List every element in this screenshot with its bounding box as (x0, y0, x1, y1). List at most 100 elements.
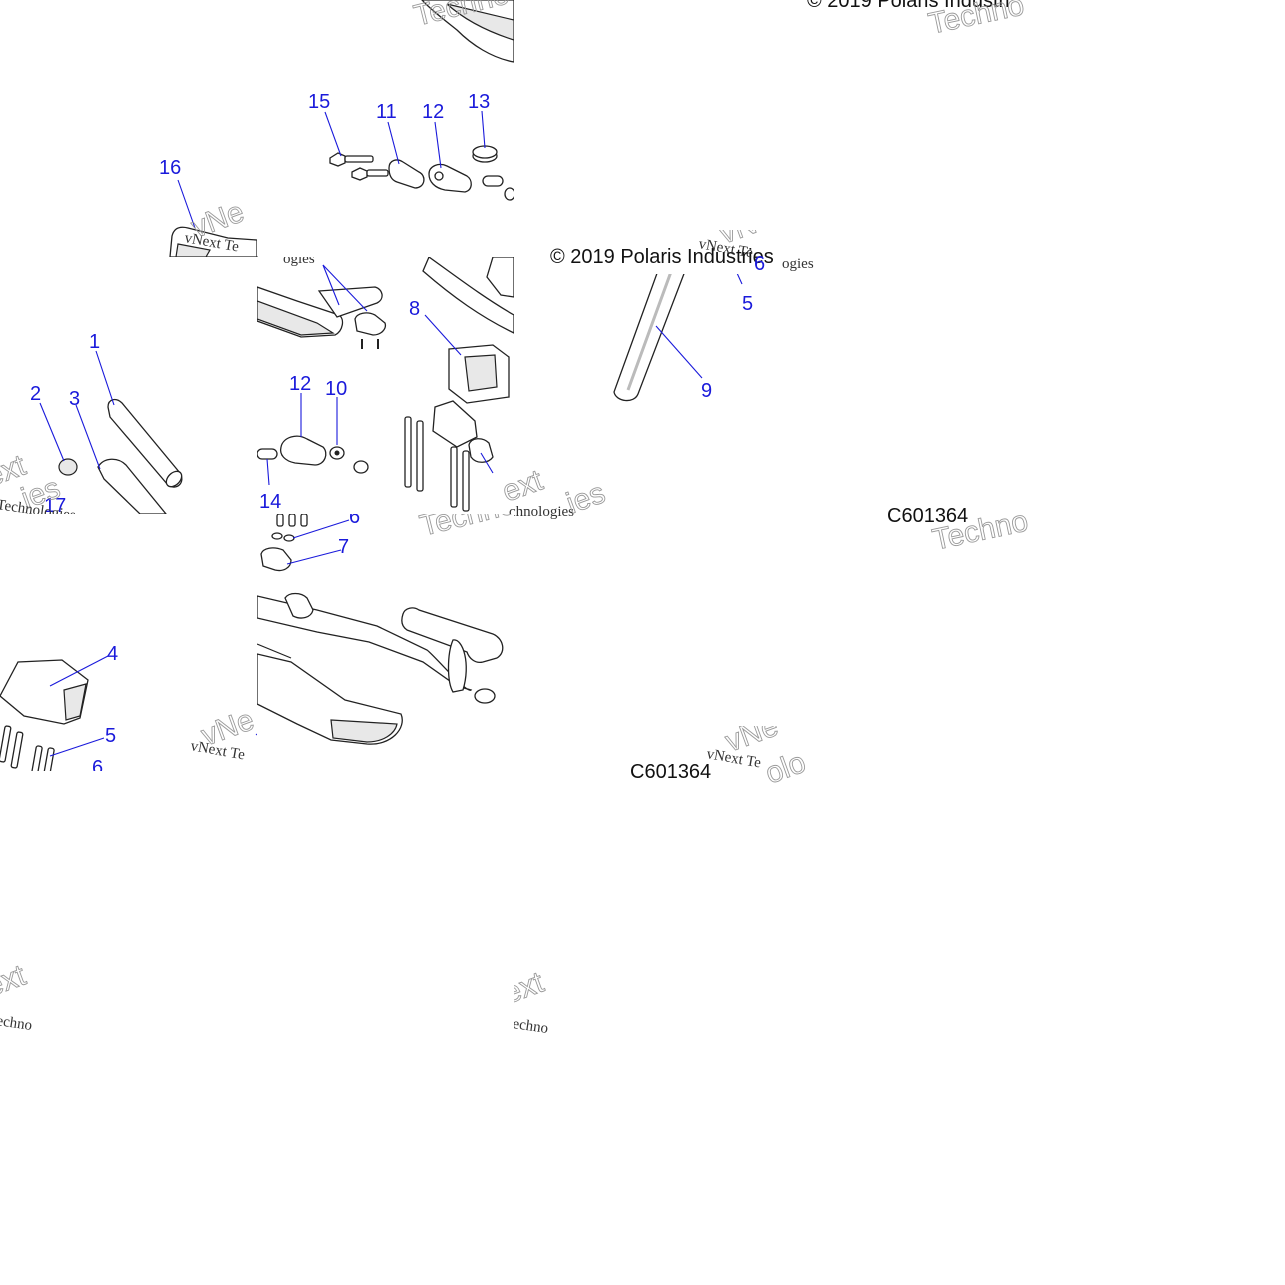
hand-guard-lower-shade (330, 719, 398, 743)
callout-9: 9 (701, 380, 712, 402)
tile-wm-left: ext echno (0, 965, 40, 1030)
bar-end-plug-2 (58, 458, 78, 476)
hand-guard-4-side (63, 683, 87, 721)
bracket-16-shade (175, 243, 211, 257)
screw-6-a (30, 745, 43, 771)
tile-top-right: © 2019 Polaris Industri Techno (771, 0, 1028, 257)
tile-lower-assembly-art: Techno 6 7 (257, 514, 514, 745)
callout-5-lower: 5 (105, 725, 116, 747)
copyright-middle: © 2019 Polaris Industries (550, 246, 774, 268)
tile-tube-body: 5 9 (514, 274, 771, 514)
lower-bar-end (474, 688, 496, 704)
leader-9 (655, 325, 703, 379)
tile-right-code: C601364 Techno (771, 500, 1028, 560)
diagram-code-right: C601364 (887, 505, 968, 527)
callout-12: 12 (422, 101, 444, 123)
clamp-12-hole (434, 171, 444, 181)
bolt-long-c (450, 446, 458, 508)
bolt-long-a (404, 416, 412, 488)
watermark-techno-d: Techno (417, 514, 514, 543)
lower-grip-bend (447, 639, 467, 693)
tile-tube-header-art: © 2019 Polaris Industries vNext Te vNe o… (550, 230, 814, 274)
watermark-ogies-b: ogies (283, 257, 315, 267)
leader-9-lower (480, 452, 494, 474)
watermark-echno-b: echno (514, 1016, 549, 1034)
diagram-code-bottom: C601364 (630, 761, 711, 783)
tile-top-hardware-art: Techno 15 11 12 (257, 0, 514, 257)
clamp-12 (428, 163, 472, 193)
callout-6-top: 6 (754, 253, 765, 274)
dowel-a (271, 532, 283, 540)
clamp-upper (354, 312, 387, 336)
callout-6-lower: 6 (349, 514, 360, 528)
callout-10: 10 (325, 378, 347, 400)
callout-7-center: 7 (338, 536, 349, 558)
tile-tube: © 2019 Polaris Industries vNext Te vNe o… (514, 230, 850, 274)
watermark-vne-a: vNe (187, 195, 248, 244)
bolt-shank-b (366, 169, 389, 177)
leader-7-lower (255, 733, 257, 736)
leader-1 (95, 350, 115, 406)
pin-small-c (300, 514, 308, 527)
dowel-b (283, 534, 295, 542)
callout-8: 8 (409, 298, 420, 320)
bolt-head-15 (329, 152, 346, 167)
leader-3 (75, 404, 101, 470)
callout-11: 11 (376, 101, 397, 123)
crossbar (422, 257, 514, 334)
leader-12-top (434, 121, 442, 169)
handlebar-end-3 (97, 458, 167, 514)
tile-center-assembly: ogies 8 12 10 (257, 257, 514, 514)
spacer-edge (504, 187, 514, 201)
tile-wm-left-art: ext echno (0, 965, 33, 1030)
screw-6-b (42, 747, 55, 771)
tile-top-left: 16 vNext Te vNe (0, 0, 257, 257)
leader-4 (49, 655, 109, 687)
riser-post (432, 400, 478, 448)
pin (482, 175, 504, 187)
clamp-cap (468, 438, 494, 463)
callout-15: 15 (308, 91, 330, 113)
hand-guard-upper-shade (257, 300, 335, 336)
plate-11 (388, 159, 425, 189)
tile-top-right-art: © 2019 Polaris Industri Techno (807, 0, 1028, 41)
tile-center-assembly-art: ogies 8 12 10 (257, 257, 514, 513)
leader-7-center (286, 549, 342, 565)
bolt-long-b (416, 420, 424, 492)
washer-10-hole (334, 450, 340, 456)
tube-9-highlight (626, 274, 672, 391)
screw-5-a (0, 725, 12, 763)
callout-2: 2 (30, 383, 41, 405)
hand-guard-lower (257, 653, 403, 745)
watermark-olo-a: olo (761, 746, 810, 788)
tile-center-edge: ext chnologies ies (421, 460, 621, 520)
callout-1: 1 (89, 331, 100, 353)
tile-left-grip: 1 2 3 17 ext ies Technologies (0, 257, 257, 514)
watermark-techno-b: Techno (926, 0, 1027, 41)
leader-5-right (736, 274, 743, 285)
clamp-7-center (260, 547, 292, 572)
screw-5-b (10, 731, 24, 769)
tube-9 (613, 274, 685, 402)
tile-center-edge-art: ext chnologies ies (498, 463, 610, 520)
hand-guard-edge (446, 3, 514, 41)
callout-17: 17 (44, 495, 66, 514)
leader-11 (387, 121, 400, 165)
nut (353, 460, 369, 474)
tile-top-hardware: Techno 15 11 12 (257, 0, 514, 257)
lower-bracket-line (257, 643, 292, 659)
callout-14: 14 (259, 491, 281, 513)
tile-bottom-code-art: C601364 vNext Te vNe olo (630, 726, 810, 788)
tile-lower-left-art: 4 5 6 vNext Te vNe 7 (0, 643, 257, 771)
callout-3: 3 (69, 388, 80, 410)
leader-15 (324, 111, 342, 157)
clamp-top-right (486, 257, 514, 298)
leader-5-lower (49, 737, 105, 757)
leader-2 (39, 402, 65, 462)
tile-wm-mid-art: ext echno (514, 972, 549, 1034)
tile-lower-left: 4 5 6 vNext Te vNe 7 (0, 600, 257, 771)
watermark-ext-d: ext (514, 972, 549, 1011)
callout-6-bottom: 6 (92, 757, 103, 771)
watermark-echno-a: echno (0, 1013, 33, 1030)
leader-14 (266, 458, 270, 486)
